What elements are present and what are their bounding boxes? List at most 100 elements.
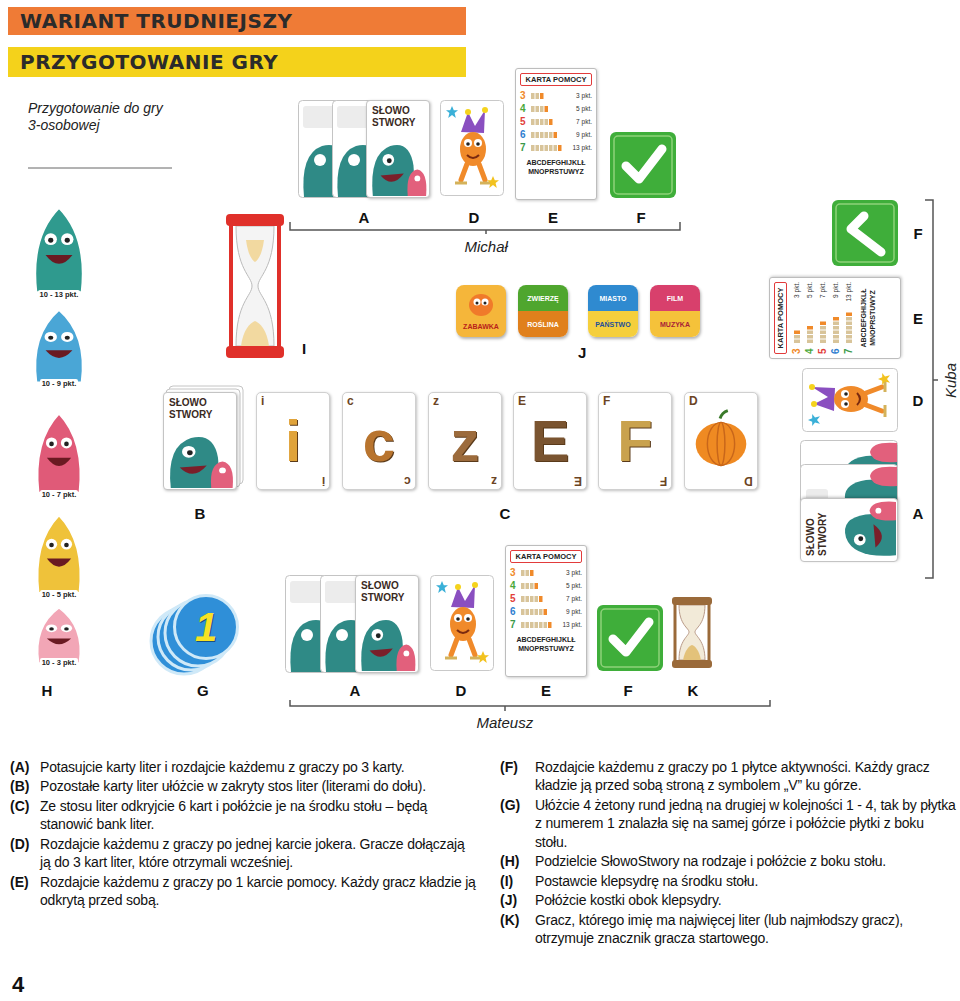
art-shape: [846, 331, 852, 335]
art-shape: [521, 570, 525, 576]
letter-card: DD: [684, 392, 758, 490]
art-shape: [383, 154, 395, 166]
step-text: Rozdajcie każdemu z graczy po 1 karcie p…: [40, 873, 476, 910]
card-art: [28, 202, 90, 300]
help-row: 713 pkt.: [520, 141, 592, 154]
art-shape: [554, 145, 558, 151]
page-number: 4: [12, 973, 24, 997]
art-shape: [545, 132, 549, 138]
alphabet: ABCDEFGHIJKLŁ: [510, 635, 582, 644]
callout-letter: F: [914, 225, 923, 242]
activity-tile: [832, 200, 898, 266]
letter-card: SŁOWO STWORY: [366, 100, 430, 198]
corner-letter: c: [347, 395, 354, 408]
step-marker: (C): [10, 797, 29, 815]
art-shape: [536, 145, 540, 151]
help-row: 45 pkt.: [803, 282, 816, 354]
help-row: 33 pkt.: [520, 89, 592, 102]
art-shape: [37, 515, 80, 592]
callout-letter: D: [469, 209, 480, 226]
help-card: KARTA POMOCY33 pkt.45 pkt.57 pkt.69 pkt.…: [769, 277, 901, 359]
art-shape: [474, 299, 481, 306]
art-shape: [61, 539, 72, 550]
corner-letter: z: [433, 395, 439, 408]
card-art: [521, 569, 553, 577]
art-shape: [794, 335, 800, 339]
points: 13 pkt.: [842, 282, 855, 302]
art-shape: [535, 622, 539, 628]
card-art: [806, 311, 814, 343]
art-shape: [833, 317, 839, 321]
art-shape: [717, 422, 725, 465]
heading-bar: PRZYGOTOWANIE GRY: [8, 47, 466, 77]
art-shape: [46, 255, 73, 264]
die-word: MIASTO: [599, 294, 626, 303]
art-shape: [49, 543, 54, 548]
monster-token: 10 - 7 pkt.: [31, 408, 87, 500]
callout-letter: E: [541, 682, 551, 699]
corner-letter: D: [744, 474, 753, 487]
points: 9 pkt.: [576, 128, 592, 141]
art-shape: [548, 622, 552, 628]
art-shape: [807, 335, 813, 339]
card-art: [31, 510, 87, 600]
art-shape: [554, 132, 558, 138]
art-shape: [539, 622, 543, 628]
step-text: Pozostałe karty liter ułóżcie w zakryty …: [40, 777, 476, 795]
big-letter: z: [429, 411, 501, 471]
card-art: [521, 595, 553, 603]
card-art: [531, 144, 563, 152]
art-shape: [376, 633, 381, 638]
card-art: [521, 608, 553, 616]
art-shape: [469, 294, 493, 316]
callout-letter: D: [913, 392, 924, 409]
step-marker: (B): [10, 777, 29, 795]
points: 5 pkt.: [576, 102, 592, 115]
callout-letter: D: [456, 682, 467, 699]
letter-card: SŁOWO STWORY: [355, 575, 419, 673]
art-shape: [407, 170, 426, 196]
big-letter: c: [343, 411, 415, 471]
heading-text: WARIANT TRUDNIEJSZY: [20, 7, 292, 35]
letter-count: 4: [510, 579, 519, 592]
step-marker: (K): [500, 911, 519, 929]
letter-card: FFF: [598, 392, 672, 490]
token-points: 10 - 9 pkt.: [40, 379, 79, 389]
art-shape: [521, 583, 525, 589]
big-letter: i: [257, 411, 329, 471]
art-shape: [535, 609, 539, 615]
art-shape: [549, 132, 553, 138]
help-row: 713 pkt.: [510, 618, 582, 631]
art-shape: [549, 145, 553, 151]
art-shape: [530, 609, 534, 615]
corner-letter: i: [261, 395, 264, 408]
art-shape: [65, 336, 70, 340]
help-card: KARTA POMOCY33 pkt.45 pkt.57 pkt.69 pkt.…: [515, 68, 597, 200]
letter-count: 3: [510, 566, 519, 579]
card-art: [531, 92, 563, 100]
corner-letter: z: [491, 474, 497, 487]
card-art: [28, 305, 90, 389]
art-shape: [381, 173, 404, 181]
letter-card: ccc: [342, 392, 416, 490]
art-shape: [531, 145, 535, 151]
points: 3 pkt.: [790, 282, 803, 298]
alphabet: MNOPRSTUWYZ: [520, 167, 592, 176]
art-shape: [187, 450, 193, 455]
die-face: PAŃSTWO: [588, 311, 638, 337]
art-shape: [61, 437, 72, 448]
points: 5 pkt.: [803, 282, 816, 298]
letter-count: 5: [520, 115, 529, 128]
joker-card: [441, 101, 504, 196]
points: 13 pkt.: [572, 141, 592, 154]
callout-letter: K: [688, 682, 699, 699]
letter-count: 3: [790, 345, 803, 354]
art-shape: [526, 596, 530, 602]
help-row: 57 pkt.: [510, 592, 582, 605]
player-bracket: [290, 222, 680, 234]
callout-letter: B: [195, 505, 206, 522]
art-shape: [820, 335, 826, 339]
art-shape: [180, 465, 207, 473]
heading-bar: WARIANT TRUDNIEJSZY: [8, 7, 466, 35]
